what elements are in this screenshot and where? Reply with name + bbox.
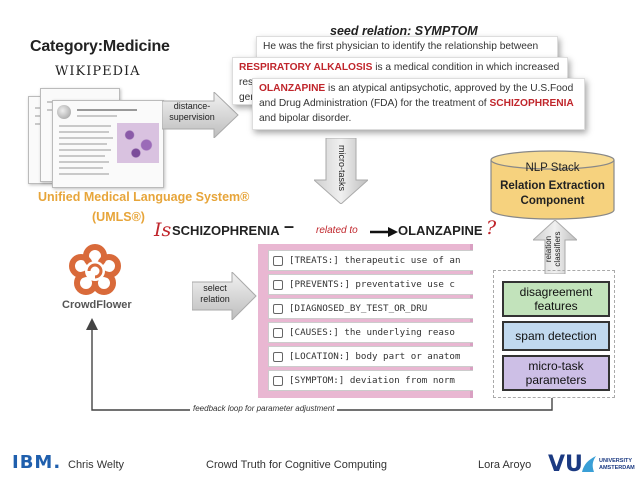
task-option[interactable]: [LOCATION:] body part or anatom [268, 346, 473, 367]
relation-dash: – [284, 216, 295, 236]
vu-logo: VU [548, 452, 583, 477]
checkbox[interactable] [273, 375, 283, 386]
component-label: Component [520, 195, 585, 207]
crowdflower-label: CrowdFlower [62, 299, 132, 311]
micro-tasks-label: micro-tasks [337, 144, 347, 191]
umls-title: Unified Medical Language System® [38, 190, 250, 204]
select-relation-label: select relation [200, 283, 230, 304]
relation-extraction-label: Relation Extraction [500, 180, 605, 192]
talk-title: Crowd Truth for Cognitive Computing [206, 459, 387, 471]
distance-supervision-arrow [162, 92, 239, 138]
sentence-card-3: OLANZAPINE is an atypical antipsychotic,… [252, 78, 585, 130]
relation-arrow [370, 227, 398, 237]
checkbox[interactable] [273, 279, 283, 290]
category-title: Category:Medicine [30, 38, 170, 55]
relation-middle: related to [316, 225, 358, 236]
distance-supervision-label: distance- supervision [169, 101, 215, 122]
relation-classifiers-arrow [533, 220, 577, 274]
vu-amsterdam-label: AMSTERDAM [599, 465, 635, 471]
umls-abbrev: (UMLS®) [92, 210, 145, 224]
relation-entity-1: SCHIZOPHRENIA [172, 223, 280, 238]
nlp-stack-label: NLP Stack [525, 162, 580, 174]
wikipedia-page-front [52, 100, 164, 188]
wikipedia-globe-icon [57, 105, 71, 119]
feedback-loop-arrow [86, 318, 553, 411]
author-1: Chris Welty [68, 459, 125, 471]
ibm-logo: IBM. [12, 452, 62, 473]
task-option[interactable]: [TREATS:] therapeutic use of an [268, 250, 473, 271]
task-option[interactable]: [PREVENTS:] preventative use c [268, 274, 473, 295]
checkbox[interactable] [273, 303, 283, 314]
task-option[interactable]: [DIAGNOSED_BY_TEST_OR_DRU [268, 298, 473, 319]
crowdflower-logo-icon [69, 244, 121, 295]
relation-prefix: Is [154, 219, 172, 241]
task-option[interactable]: [SYMPTOM:] deviation from norm [268, 370, 473, 391]
vu-griffin-icon [582, 456, 596, 472]
select-relation-arrow [192, 272, 257, 320]
author-2: Lora Aroyo [478, 459, 532, 471]
checkbox[interactable] [273, 255, 283, 266]
nlp-stack-cylinder [490, 150, 615, 220]
cell-image [117, 123, 159, 163]
task-panel: [TREATS:] therapeutic use of an [PREVENT… [258, 244, 473, 398]
micro-task-parameters-box: micro-task parameters [502, 355, 610, 391]
checkbox[interactable] [273, 327, 283, 338]
spam-detection-box: spam detection [502, 321, 610, 351]
relation-entity-2: OLANZAPINE [398, 223, 483, 238]
task-option[interactable]: [CAUSES:] the underlying reaso [268, 322, 473, 343]
seed-relation-label: seed relation: SYMPTOM [330, 24, 478, 38]
components-group: disagreement features spam detection mic… [493, 270, 615, 398]
checkbox[interactable] [273, 351, 283, 362]
vu-university-label: UNIVERSITY [599, 458, 633, 464]
wikipedia-logo-text: WIKIPEDIA [55, 64, 141, 79]
disagreement-features-box: disagreement features [502, 281, 610, 317]
feedback-loop-label: feedback loop for parameter adjustment [190, 404, 338, 413]
micro-tasks-arrow [314, 138, 368, 204]
relation-suffix: ? [486, 217, 497, 239]
